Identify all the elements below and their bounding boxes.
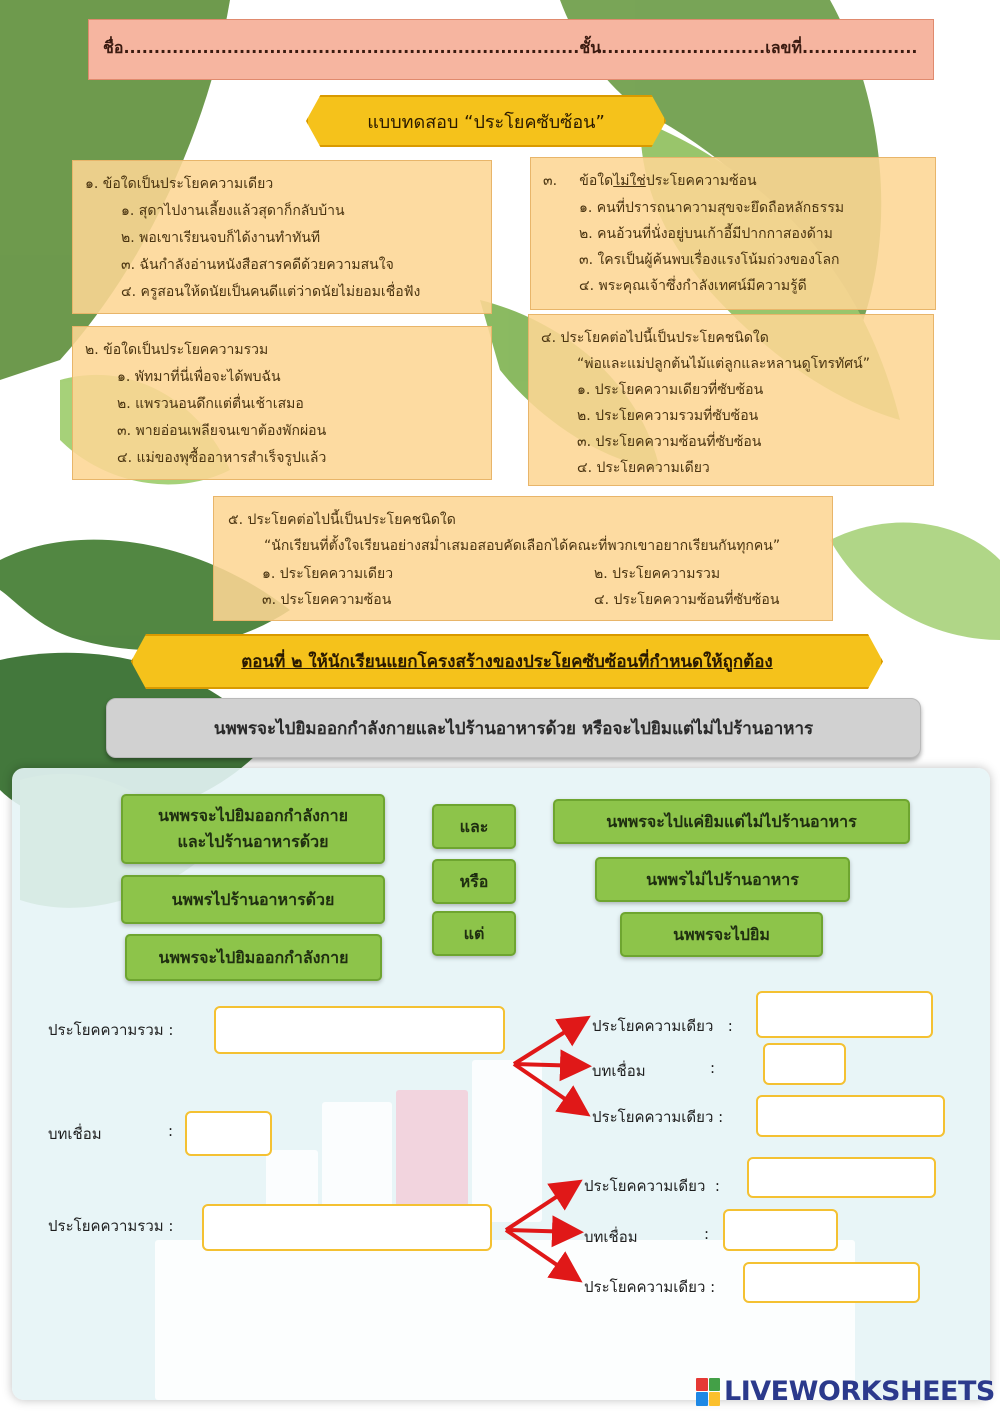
question-4-prompt: ๔. ประโยคต่อไปนี้เป็นประโยคชนิดใด — [541, 330, 769, 346]
quiz-title: แบบทดสอบ “ประโยคซับซ้อน” — [367, 111, 605, 133]
question-4-choice-4[interactable]: ๔. ประโยคความเดียว — [577, 460, 710, 476]
label-colon: : — [714, 1177, 720, 1195]
question-4-choice-1[interactable]: ๑. ประโยคความเดียวที่ซับซ้อน — [577, 382, 764, 398]
question-1-card: ๑. ข้อใดเป็นประโยคความเดียว ๑. สุดาไปงาน… — [72, 160, 492, 314]
label-colon: : — [710, 1059, 716, 1077]
question-3-choice-3[interactable]: ๓. ใครเป็นผู้ค้นพบเรื่องแรงโน้มถ่วงของโล… — [579, 252, 840, 268]
input-simple-sentence-2[interactable] — [756, 1095, 945, 1137]
liveworksheets-logo: LIVEWORKSHEETS — [696, 1376, 995, 1407]
liveworksheets-logo-icon — [696, 1377, 720, 1406]
question-5-choice-1[interactable]: ๑. ประโยคความเดียว — [262, 566, 394, 582]
decor-block — [322, 1102, 392, 1222]
input-simple-sentence-3[interactable] — [747, 1157, 936, 1198]
question-5-choice-2[interactable]: ๒. ประโยคความรวม — [594, 566, 721, 582]
question-2-prompt: ๒. ข้อใดเป็นประโยคความรวม — [85, 342, 269, 358]
input-compound-sentence-1[interactable] — [214, 1006, 505, 1054]
part-2-instruction: ตอนที่ ๒ ให้นักเรียนแยกโครงสร้างของประโย… — [241, 652, 773, 672]
name-class-number-line: ชื่อ....................................… — [103, 38, 918, 57]
question-3-choice-2[interactable]: ๒. คนอ้วนที่นั่งอยู่บนเก้าอี้มีปากกาสองด… — [579, 226, 833, 242]
label-text: ประโยคความเดียว — [592, 1017, 714, 1035]
question-3-choice-1[interactable]: ๑. คนที่ปรารถนาความสุขจะยึดถือหลักธรรม — [579, 200, 845, 216]
question-3-prompt: ๓. ข้อใดไม่ใช่ประโยคความซ้อน — [543, 170, 757, 192]
label-colon: : — [704, 1225, 710, 1243]
drag-item-line: และไปร้านอาหารด้วย — [177, 832, 329, 851]
label-simple-sentence-4: ประโยคความเดียว : — [584, 1275, 715, 1299]
target-sentence: นพพรจะไปยิมออกกำลังกายและไปร้านอาหารด้วย… — [213, 718, 814, 739]
liveworksheets-logo-text: LIVEWORKSHEETS — [724, 1376, 995, 1407]
question-2-choice-4[interactable]: ๔. แม่ของพุซื้ออาหารสำเร็จรูปแล้ว — [117, 450, 327, 466]
leaf-shape — [830, 522, 1000, 640]
question-1-choice-2[interactable]: ๒. พอเขาเรียนจบก็ได้งานทำทันที — [121, 230, 321, 246]
label-simple-sentence-3: ประโยคความเดียว : — [584, 1174, 720, 1198]
drag-item-line: นพพรจะไปยิมออกกำลังกาย — [158, 806, 348, 825]
student-name-bar: ชื่อ....................................… — [88, 19, 934, 80]
question-2-choice-1[interactable]: ๑. พัทมาที่นี่เพื่อจะได้พบฉัน — [117, 369, 281, 385]
question-5-card: ๕. ประโยคต่อไปนี้เป็นประโยคชนิดใด “นักเร… — [213, 496, 833, 621]
question-3-choice-4[interactable]: ๔. พระคุณเจ้าซึ่งกำลังเทศน์มีความรู้ดี — [579, 278, 807, 294]
input-simple-sentence-1[interactable] — [756, 991, 933, 1038]
drag-item-restaurant[interactable]: นพพรไปร้านอาหารด้วย — [121, 875, 385, 924]
question-4-choice-3[interactable]: ๓. ประโยคความซ้อนที่ซับซ้อน — [577, 434, 762, 450]
label-simple-sentence-1: ประโยคความเดียว : — [592, 1014, 733, 1038]
question-5-quote: “นักเรียนที่ตั้งใจเรียนอย่างสม่ำเสมอสอบค… — [264, 538, 781, 554]
question-3-prompt-post: ประโยคความซ้อน — [645, 173, 757, 189]
drag-item-gym-exercise[interactable]: นพพรจะไปยิมออกกำลังกาย — [125, 934, 382, 981]
drag-item-compound-1[interactable]: นพพรจะไปยิมออกกำลังกาย และไปร้านอาหารด้ว… — [121, 794, 385, 864]
label-colon: : — [168, 1122, 174, 1140]
decor-block — [472, 1060, 542, 1222]
input-connector-1[interactable] — [763, 1043, 846, 1085]
label-compound-sentence-1: ประโยคความรวม : — [48, 1021, 174, 1039]
part-2-instruction-banner: ตอนที่ ๒ ให้นักเรียนแยกโครงสร้างของประโย… — [131, 634, 883, 689]
label-simple-sentence-2: ประโยคความเดียว : — [592, 1105, 723, 1129]
label-colon: : — [727, 1017, 733, 1035]
input-compound-sentence-2[interactable] — [202, 1204, 492, 1251]
leaf-shape — [560, 0, 882, 330]
input-simple-sentence-4[interactable] — [743, 1262, 920, 1303]
question-1-choice-1[interactable]: ๑. สุดาไปงานเลี้ยงแล้วสุดาก็กลับบ้าน — [121, 203, 345, 219]
question-3-number: ๓. — [543, 173, 558, 189]
question-4-choice-2[interactable]: ๒. ประโยคความรวมที่ซับซ้อน — [577, 408, 759, 424]
question-3-prompt-underlined: ไม่ใช่ — [613, 173, 646, 189]
drag-item-gym-only[interactable]: นพพรจะไปแค่ยิมแต่ไม่ไปร้านอาหาร — [553, 799, 910, 844]
input-connector-main[interactable] — [185, 1111, 272, 1156]
question-1-choice-3[interactable]: ๓. ฉันกำลังอ่านหนังสือสารคดีด้วยความสนใจ — [121, 257, 394, 273]
question-4-quote: “พ่อและแม่ปลูกต้นไม้แต่ลูกและหลานดูโทรทั… — [577, 356, 870, 372]
label-text: ประโยคความเดียว — [584, 1278, 706, 1296]
question-4-card: ๔. ประโยคต่อไปนี้เป็นประโยคชนิดใด “พ่อแล… — [528, 314, 934, 486]
drag-item-connector-but[interactable]: แต่ — [432, 911, 516, 956]
question-1-choice-4[interactable]: ๔. ครูสอนให้ดนัยเป็นคนดีแต่ว่าดนัยไม่ยอม… — [121, 284, 421, 300]
question-3-card: ๓. ข้อใดไม่ใช่ประโยคความซ้อน ๑. คนที่ปรา… — [530, 157, 936, 310]
drag-item-connector-and[interactable]: และ — [432, 804, 516, 849]
label-text: ประโยคความเดียว — [592, 1108, 714, 1126]
question-3-prompt-pre: ข้อใด — [579, 173, 614, 189]
quiz-title-banner: แบบทดสอบ “ประโยคซับซ้อน” — [306, 95, 666, 147]
question-1-prompt: ๑. ข้อใดเป็นประโยคความเดียว — [85, 176, 274, 192]
question-2-choice-3[interactable]: ๓. พายอ่อนเพลียจนเขาต้องพักผ่อน — [117, 423, 327, 439]
decor-block — [396, 1090, 468, 1222]
question-5-choice-4[interactable]: ๔. ประโยคความซ้อนที่ซับซ้อน — [594, 592, 780, 608]
label-connector-1: บทเชื่อม — [592, 1062, 646, 1080]
question-5-prompt: ๕. ประโยคต่อไปนี้เป็นประโยคชนิดใด — [228, 512, 456, 528]
label-connector-2: บทเชื่อม — [584, 1228, 638, 1246]
label-connector-main: บทเชื่อม — [48, 1125, 102, 1143]
label-text: ประโยคความเดียว — [584, 1177, 706, 1195]
question-5-choice-3[interactable]: ๓. ประโยคความซ้อน — [262, 592, 392, 608]
drag-item-go-gym[interactable]: นพพรจะไปยิม — [620, 912, 823, 957]
drag-item-no-restaurant[interactable]: นพพรไม่ไปร้านอาหาร — [595, 857, 850, 902]
label-compound-sentence-2: ประโยคความรวม : — [48, 1217, 174, 1235]
drag-item-connector-or[interactable]: หรือ — [432, 859, 516, 904]
label-colon: : — [710, 1278, 716, 1296]
input-connector-2[interactable] — [723, 1209, 838, 1251]
question-2-choice-2[interactable]: ๒. แพรวนอนดึกแต่ตื่นเช้าเสมอ — [117, 396, 304, 412]
target-sentence-bar: นพพรจะไปยิมออกกำลังกายและไปร้านอาหารด้วย… — [106, 698, 921, 758]
question-2-card: ๒. ข้อใดเป็นประโยคความรวม ๑. พัทมาที่นี่… — [72, 326, 492, 480]
label-colon: : — [718, 1108, 724, 1126]
